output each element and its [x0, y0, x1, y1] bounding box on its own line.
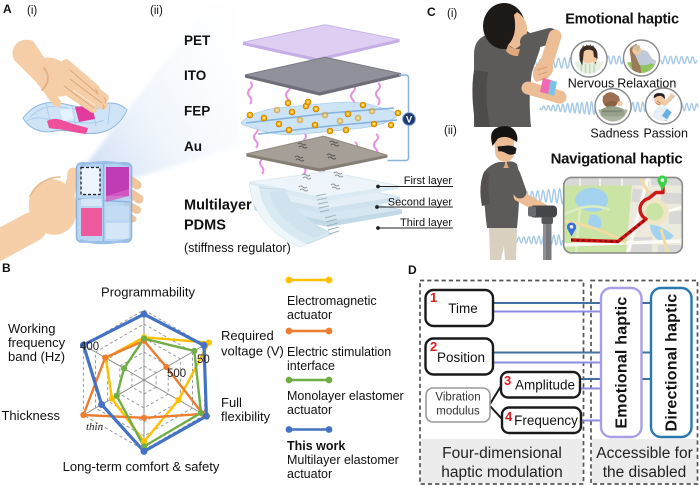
svg-text:Emotional haptic: Emotional haptic: [614, 296, 631, 428]
svg-text:Time: Time: [448, 301, 478, 316]
svg-text:Navigational haptic: Navigational haptic: [551, 151, 683, 168]
svg-text:Electromagnetic: Electromagnetic: [287, 294, 377, 308]
svg-text:Multilayer elastomer: Multilayer elastomer: [287, 453, 399, 467]
svg-text:Passion: Passion: [643, 127, 688, 141]
svg-text:Nervous: Nervous: [568, 77, 615, 91]
svg-text:PDMS: PDMS: [184, 218, 226, 234]
svg-text:the disabled: the disabled: [603, 464, 687, 481]
svg-text:Multilayer: Multilayer: [184, 198, 252, 214]
svg-text:400: 400: [80, 341, 99, 353]
svg-text:D: D: [408, 263, 417, 277]
svg-text:(i): (i): [27, 5, 37, 17]
svg-text:Emotional haptic: Emotional haptic: [565, 12, 679, 28]
svg-text:actuator: actuator: [287, 403, 332, 417]
svg-text:PET: PET: [184, 33, 211, 48]
svg-text:(i): (i): [447, 8, 457, 20]
svg-text:Amplitude: Amplitude: [515, 378, 575, 393]
svg-text:band (Hz): band (Hz): [8, 349, 65, 364]
svg-text:C: C: [427, 5, 436, 19]
svg-text:B: B: [2, 261, 11, 275]
svg-text:Four-dimensional: Four-dimensional: [442, 445, 562, 462]
svg-text:frequency: frequency: [8, 335, 66, 350]
svg-text:50: 50: [197, 354, 210, 366]
svg-text:Frequency: Frequency: [514, 413, 578, 428]
svg-text:Position: Position: [437, 350, 485, 365]
svg-text:1: 1: [430, 290, 437, 305]
svg-text:Accessible for: Accessible for: [596, 445, 692, 462]
svg-text:Electric stimulation: Electric stimulation: [287, 345, 391, 359]
svg-text:3: 3: [504, 373, 511, 388]
svg-text:V: V: [406, 115, 413, 126]
svg-text:ITO: ITO: [184, 68, 206, 83]
svg-text:(ii): (ii): [444, 125, 457, 137]
svg-text:actuator: actuator: [287, 308, 332, 322]
svg-text:Au: Au: [184, 139, 202, 154]
svg-text:thin: thin: [86, 421, 104, 433]
svg-text:(stiffness regulator): (stiffness regulator): [184, 241, 291, 255]
svg-text:Thickness: Thickness: [1, 408, 60, 423]
svg-text:Third layer: Third layer: [400, 217, 452, 229]
svg-text:Sadness: Sadness: [590, 127, 639, 141]
svg-text:2: 2: [430, 339, 437, 354]
svg-text:flexibility: flexibility: [221, 409, 271, 424]
svg-text:FEP: FEP: [184, 104, 210, 119]
svg-text:A: A: [3, 2, 12, 16]
svg-text:haptic modulation: haptic modulation: [441, 464, 563, 481]
svg-text:modulus: modulus: [436, 406, 480, 418]
svg-text:Programmability: Programmability: [101, 285, 195, 300]
svg-text:Monolayer elastomer: Monolayer elastomer: [287, 389, 404, 403]
svg-text:voltage (V): voltage (V): [221, 344, 284, 359]
svg-text:500: 500: [167, 368, 186, 380]
svg-text:actuator: actuator: [287, 467, 332, 481]
svg-text:Working: Working: [8, 321, 55, 336]
svg-text:First layer: First layer: [404, 175, 453, 187]
svg-text:Long-term comfort & safety: Long-term comfort & safety: [63, 459, 220, 474]
svg-text:interface: interface: [287, 359, 335, 373]
svg-text:Relaxation: Relaxation: [617, 77, 676, 91]
svg-text:Directional haptic: Directional haptic: [664, 294, 681, 432]
svg-text:Second layer: Second layer: [388, 197, 453, 209]
svg-text:Full: Full: [221, 395, 242, 410]
svg-text:Required: Required: [221, 328, 274, 343]
svg-text:(ii): (ii): [150, 5, 163, 17]
svg-text:This work: This work: [287, 439, 345, 453]
svg-text:Vibration: Vibration: [435, 392, 480, 404]
svg-text:4: 4: [505, 409, 513, 424]
